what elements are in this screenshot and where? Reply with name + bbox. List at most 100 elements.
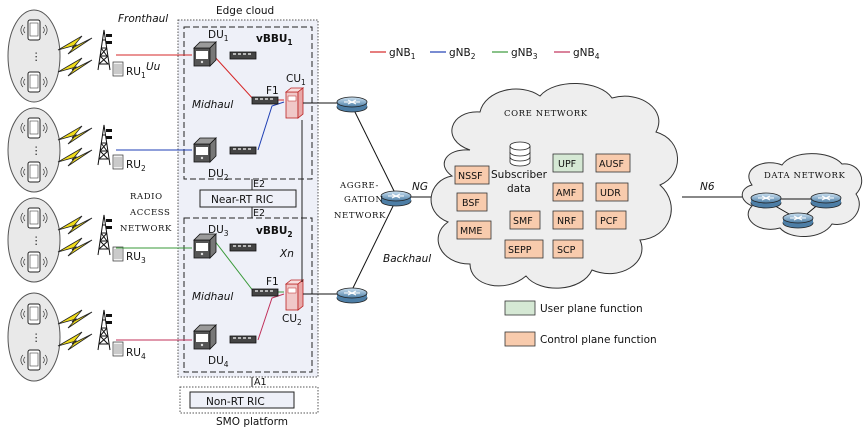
switch-icon bbox=[251, 288, 279, 297]
core-network-label: CORE NETWORK bbox=[504, 109, 588, 119]
smo-platform-box bbox=[179, 386, 319, 414]
network-function-upf[interactable]: UPF bbox=[552, 153, 584, 173]
radio-link-icon bbox=[57, 35, 93, 351]
router-icon bbox=[336, 287, 368, 304]
svg-text:AGGRE-: AGGRE- bbox=[339, 181, 379, 191]
svg-text:SCP: SCP bbox=[557, 245, 576, 256]
backhaul-label: Backhaul bbox=[383, 253, 431, 265]
ru-label-1: RU1 bbox=[126, 66, 146, 80]
tower-icon bbox=[97, 29, 113, 351]
du1-label: DU1 bbox=[208, 29, 229, 43]
router-icon bbox=[380, 190, 412, 207]
switch-icon bbox=[229, 146, 257, 155]
near-rt-ric-box[interactable] bbox=[199, 189, 297, 208]
network-function-scp[interactable]: SCP bbox=[552, 239, 584, 259]
ru-label-3: RU3 bbox=[126, 251, 146, 265]
network-function-nssf[interactable]: NSSF bbox=[454, 165, 490, 185]
svg-text:UDR: UDR bbox=[600, 188, 621, 199]
e2-label-top: E2 bbox=[253, 179, 265, 190]
ru-label-4: RU4 bbox=[126, 347, 146, 361]
vbbu1-label: vBBU1 bbox=[256, 33, 293, 47]
data-network-cloud bbox=[741, 153, 863, 238]
du2-label: DU2 bbox=[208, 168, 229, 182]
cu2-icon[interactable] bbox=[285, 279, 304, 311]
cu2-label: CU2 bbox=[282, 313, 302, 327]
router-icon bbox=[782, 212, 814, 229]
ue-group-4: ⋮ bbox=[7, 292, 61, 382]
svg-text:⋮: ⋮ bbox=[31, 145, 42, 157]
svg-text:AMF: AMF bbox=[556, 188, 576, 199]
network-function-sepp[interactable]: SEPP bbox=[504, 239, 544, 259]
router-icon bbox=[810, 192, 842, 209]
aggregation-network-label: AGGRE- GATION NETWORK bbox=[334, 181, 386, 221]
data-network-label: DATA NETWORK bbox=[764, 171, 846, 181]
switch-icon bbox=[229, 51, 257, 60]
function-legend: User plane function Control plane functi… bbox=[504, 300, 657, 347]
switch-icon bbox=[229, 243, 257, 252]
uu-label: Uu bbox=[146, 61, 161, 73]
svg-text:gNB2: gNB2 bbox=[449, 47, 476, 61]
svg-text:MME: MME bbox=[460, 226, 482, 237]
subscriber-data-label: Subscriber bbox=[491, 169, 548, 181]
svg-text:⋮: ⋮ bbox=[31, 235, 42, 247]
ue-group-2: ⋮ bbox=[7, 107, 61, 193]
switch-icon bbox=[251, 96, 279, 105]
network-function-smf[interactable]: SMF bbox=[509, 210, 541, 230]
database-icon bbox=[509, 141, 531, 167]
midhaul-label-bottom: Midhaul bbox=[192, 291, 233, 303]
svg-text:SEPP: SEPP bbox=[508, 245, 532, 256]
ru-label-2: RU2 bbox=[126, 159, 146, 173]
svg-text:User plane function: User plane function bbox=[540, 303, 643, 315]
svg-text:NRF: NRF bbox=[557, 216, 576, 227]
ue-group-3: ⋮ bbox=[7, 197, 61, 283]
ru-icon bbox=[112, 61, 124, 357]
network-function-udr[interactable]: UDR bbox=[595, 182, 629, 202]
network-function-pcf[interactable]: PCF bbox=[595, 210, 627, 230]
svg-text:NETWORK: NETWORK bbox=[120, 224, 172, 234]
svg-text:⋮: ⋮ bbox=[31, 332, 42, 344]
svg-text:gNB4: gNB4 bbox=[573, 47, 600, 61]
svg-text:GATION: GATION bbox=[344, 195, 384, 205]
non-rt-ric-label: Non-RT RIC bbox=[206, 396, 265, 408]
midhaul-label-top: Midhaul bbox=[192, 99, 233, 111]
svg-text:NSSF: NSSF bbox=[458, 171, 483, 182]
e2-label-bottom: E2 bbox=[253, 208, 265, 219]
du4-server-icon[interactable] bbox=[193, 324, 217, 350]
vbbu2-label: vBBU2 bbox=[256, 225, 293, 239]
svg-text:RADIO: RADIO bbox=[130, 192, 163, 202]
vbbu2-box bbox=[183, 217, 313, 373]
svg-text:ACCESS: ACCESS bbox=[129, 208, 170, 218]
svg-text:gNB3: gNB3 bbox=[511, 47, 538, 61]
ng-label: NG bbox=[412, 181, 428, 193]
gnb-legend: gNB1 gNB2 gNB3 gNB4 bbox=[370, 47, 600, 61]
radio-access-network-label: RADIO ACCESS NETWORK bbox=[120, 192, 172, 234]
svg-text:PCF: PCF bbox=[600, 216, 618, 227]
n6-label: N6 bbox=[700, 181, 715, 193]
svg-text:⋮: ⋮ bbox=[31, 51, 42, 63]
svg-text:SMF: SMF bbox=[513, 216, 533, 227]
du2-server-icon[interactable] bbox=[193, 137, 217, 163]
cu1-label: CU1 bbox=[286, 73, 306, 87]
network-function-amf[interactable]: AMF bbox=[552, 182, 584, 202]
f1-label-bottom: F1 bbox=[266, 276, 279, 288]
svg-text:AUSF: AUSF bbox=[599, 159, 624, 170]
edge-cloud-label: Edge cloud bbox=[216, 5, 274, 17]
f1-label-top: F1 bbox=[266, 85, 279, 97]
cu1-icon[interactable] bbox=[285, 87, 304, 119]
network-function-bsf[interactable]: BSF bbox=[456, 192, 488, 212]
ue-group-1: ⋮ bbox=[7, 9, 61, 103]
xn-label: Xn bbox=[279, 248, 294, 260]
du3-server-icon[interactable] bbox=[193, 233, 217, 259]
network-function-ausf[interactable]: AUSF bbox=[595, 153, 631, 173]
network-function-mme[interactable]: MME bbox=[456, 220, 492, 240]
router-icon bbox=[750, 192, 782, 209]
network-function-nrf[interactable]: NRF bbox=[552, 210, 584, 230]
near-rt-ric-label: Near-RT RIC bbox=[211, 194, 273, 206]
svg-text:BSF: BSF bbox=[462, 198, 480, 209]
du1-server-icon[interactable] bbox=[193, 41, 217, 67]
svg-text:Control plane function: Control plane function bbox=[540, 334, 657, 346]
non-rt-ric-box[interactable] bbox=[189, 391, 295, 409]
fronthaul-label: Fronthaul bbox=[118, 13, 168, 25]
subscriber-data-label: data bbox=[507, 183, 531, 195]
svg-text:NETWORK: NETWORK bbox=[334, 211, 386, 221]
